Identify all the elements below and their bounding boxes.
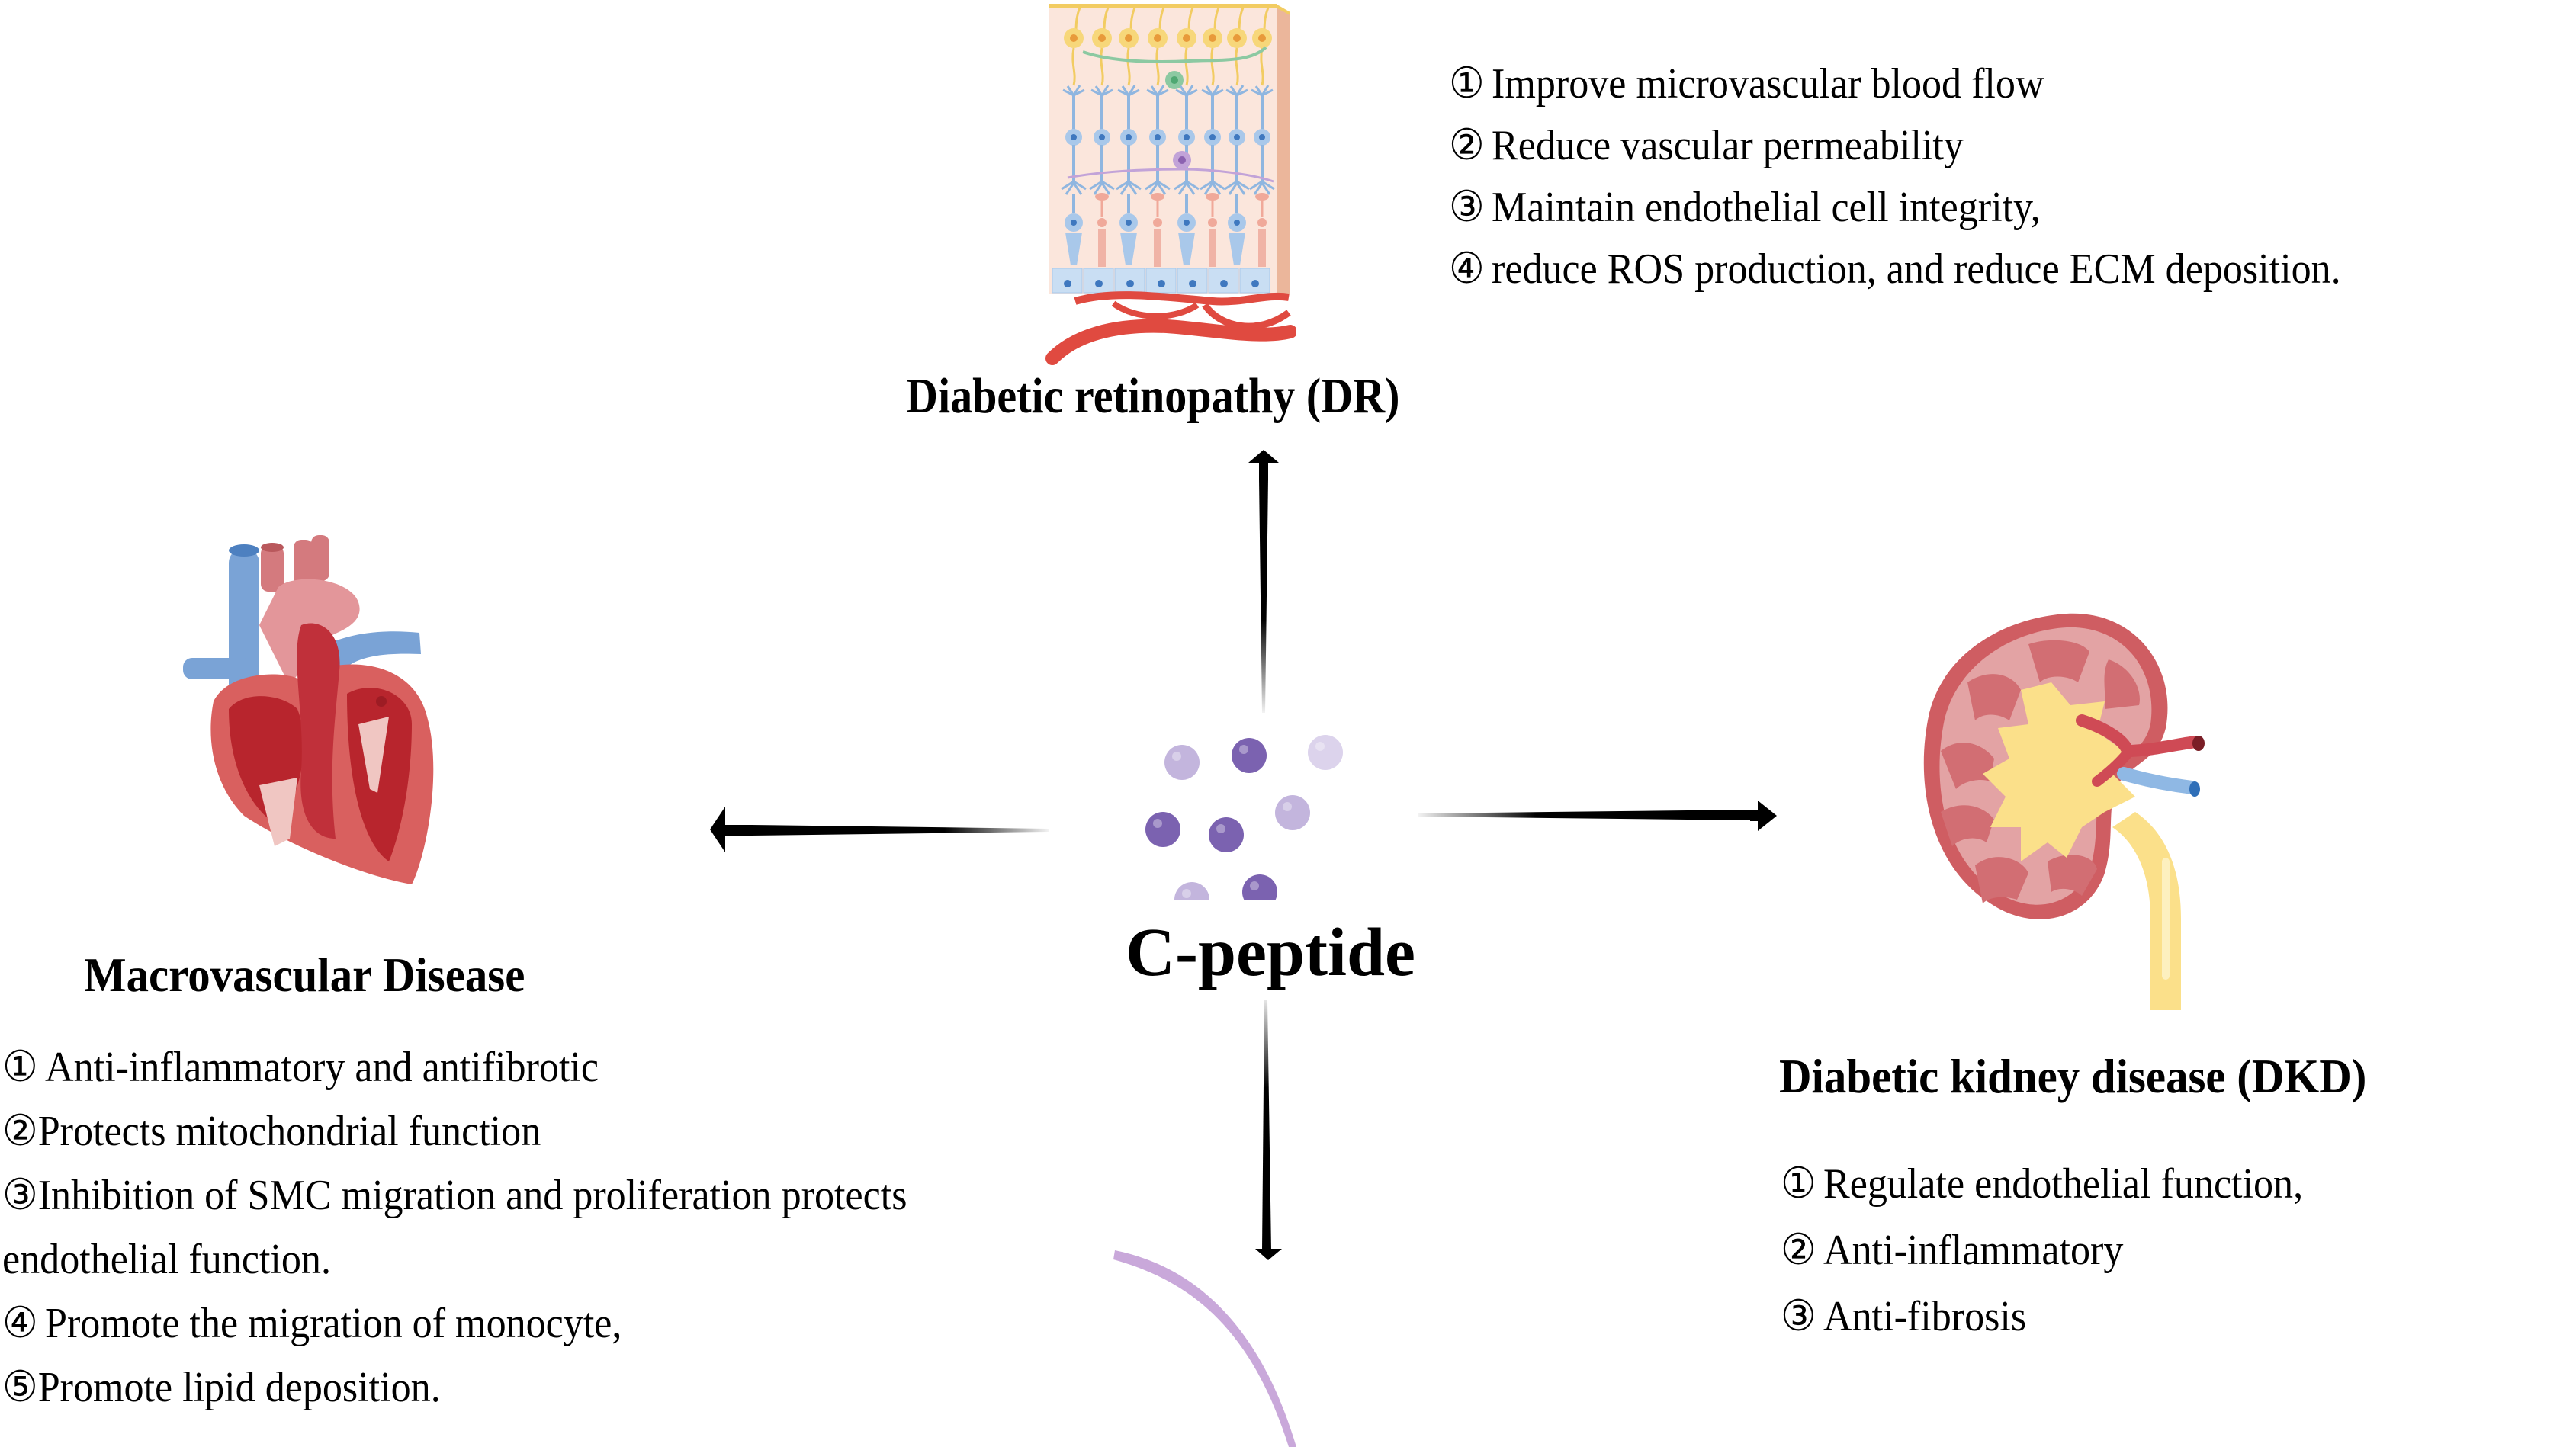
circled-number: ② bbox=[2, 1108, 38, 1155]
arrow-head-left bbox=[710, 807, 725, 852]
effect-text: Promote lipid deposition. bbox=[37, 1364, 441, 1411]
effect-text: Inhibition of SMC migration and prolifer… bbox=[37, 1172, 907, 1219]
circled-number: ⑤ bbox=[2, 1364, 38, 1411]
c-peptide-particle bbox=[1209, 817, 1244, 852]
c-peptide-particle bbox=[1308, 735, 1343, 770]
circled-number: ③ bbox=[1449, 184, 1485, 231]
macro-effect-item: endothelial function. bbox=[2, 1227, 907, 1291]
circled-number: ④ bbox=[2, 1300, 38, 1347]
circled-number: ④ bbox=[1449, 245, 1485, 293]
arrow-down bbox=[1255, 1000, 1282, 1260]
effect-text: Reduce vascular permeability bbox=[1491, 122, 1964, 169]
bottom-arc-shape bbox=[1113, 1250, 1296, 1447]
circled-number: ③ bbox=[1781, 1293, 1816, 1340]
arrow-head-up bbox=[1248, 450, 1279, 463]
arrow-up-to-dr bbox=[1248, 450, 1279, 713]
macro-effect-item: ⑤Promote lipid deposition. bbox=[2, 1356, 907, 1420]
c-peptide-particles bbox=[1145, 735, 1343, 900]
macro-effect-item: ③Inhibition of SMC migration and prolife… bbox=[2, 1163, 907, 1227]
arrow-right-to-dkd bbox=[1418, 801, 1777, 831]
effect-text: Protects mitochondrial function bbox=[37, 1108, 541, 1155]
effect-text: Anti-fibrosis bbox=[1823, 1293, 2027, 1340]
c-peptide-particle bbox=[1242, 874, 1277, 900]
effect-text: Regulate endothelial function, bbox=[1823, 1160, 2304, 1208]
dkd-title: Diabetic kidney disease (DKD) bbox=[1779, 1049, 2367, 1103]
kidney-cross-section-illustration bbox=[1923, 613, 2205, 1010]
circled-number: ① bbox=[1781, 1160, 1816, 1208]
circled-number: ① bbox=[2, 1044, 38, 1091]
macro-effect-item: ②Protects mitochondrial function bbox=[2, 1099, 907, 1163]
circled-number: ③ bbox=[2, 1172, 38, 1219]
arrow-head-down bbox=[1255, 1249, 1282, 1260]
heart-cross-section-illustration bbox=[183, 535, 434, 884]
c-peptide-label: C-peptide bbox=[1126, 915, 1415, 990]
c-peptide-particle bbox=[1232, 738, 1267, 773]
arrow-left-to-macrovascular bbox=[710, 807, 1049, 852]
effect-text: reduce ROS production, and reduce ECM de… bbox=[1491, 245, 2341, 293]
retina-layers-illustration bbox=[1045, 4, 1296, 365]
effect-text: Promote the migration of monocyte, bbox=[44, 1300, 622, 1347]
c-peptide-particle bbox=[1275, 795, 1310, 830]
circled-number: ① bbox=[1449, 60, 1485, 107]
effect-text: Anti-inflammatory and antifibrotic bbox=[44, 1044, 599, 1091]
arrow-head-right bbox=[1758, 801, 1777, 831]
effect-text: Anti-inflammatory bbox=[1823, 1227, 2124, 1274]
c-peptide-particle bbox=[1164, 745, 1200, 780]
circled-number: ② bbox=[1781, 1227, 1816, 1274]
c-peptide-particle bbox=[1174, 882, 1209, 900]
dr-title: Diabetic retinopathy (DR) bbox=[906, 368, 1400, 424]
effect-text: Improve microvascular blood flow bbox=[1491, 60, 2044, 107]
circled-number: ② bbox=[1449, 122, 1485, 169]
effect-text: Maintain endothelial cell integrity, bbox=[1491, 184, 2041, 231]
c-peptide-particle bbox=[1145, 812, 1180, 847]
effect-text: endothelial function. bbox=[2, 1236, 331, 1283]
macrovascular-title: Macrovascular Disease bbox=[84, 948, 525, 1002]
